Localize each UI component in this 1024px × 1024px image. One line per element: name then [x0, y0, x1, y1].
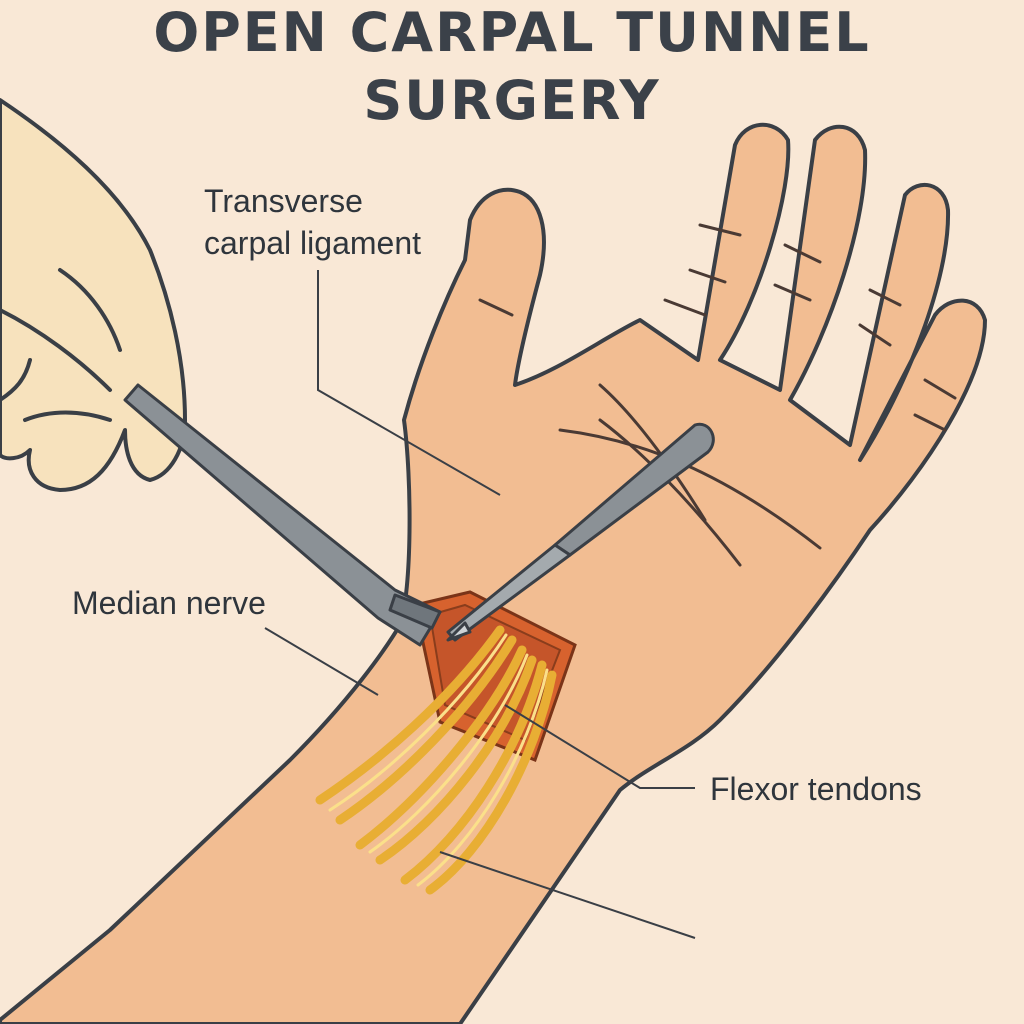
- leader-nerve: [264, 627, 379, 696]
- leader-tendons: [504, 704, 695, 789]
- tendon-highlights: [328, 633, 549, 887]
- scalpel-drawing: [446, 422, 715, 642]
- title-line-2: SURGERY: [363, 69, 661, 132]
- palm-creases: [478, 223, 957, 567]
- label-ligament-line-1: Transverse: [204, 183, 363, 219]
- label-ligament-line-2: carpal ligament: [204, 225, 421, 261]
- forceps-drawing: [123, 383, 442, 647]
- leader-extra: [439, 851, 696, 939]
- surgeon-hand: [0, 98, 187, 492]
- leader-ligament: [317, 270, 501, 496]
- patient-hand: [0, 122, 987, 1024]
- title-line-1: OPEN CARPAL TUNNEL: [153, 1, 871, 64]
- label-median-nerve: Median nerve: [72, 585, 266, 621]
- leader-lines: [264, 270, 696, 939]
- label-transverse-carpal-ligament: Transverse carpal ligament: [204, 180, 421, 264]
- label-flexor-tendons: Flexor tendons: [710, 771, 922, 807]
- hand-palm: [0, 122, 987, 1024]
- gloved-hand: [0, 98, 187, 492]
- flexor-tendons-drawing: [315, 625, 557, 895]
